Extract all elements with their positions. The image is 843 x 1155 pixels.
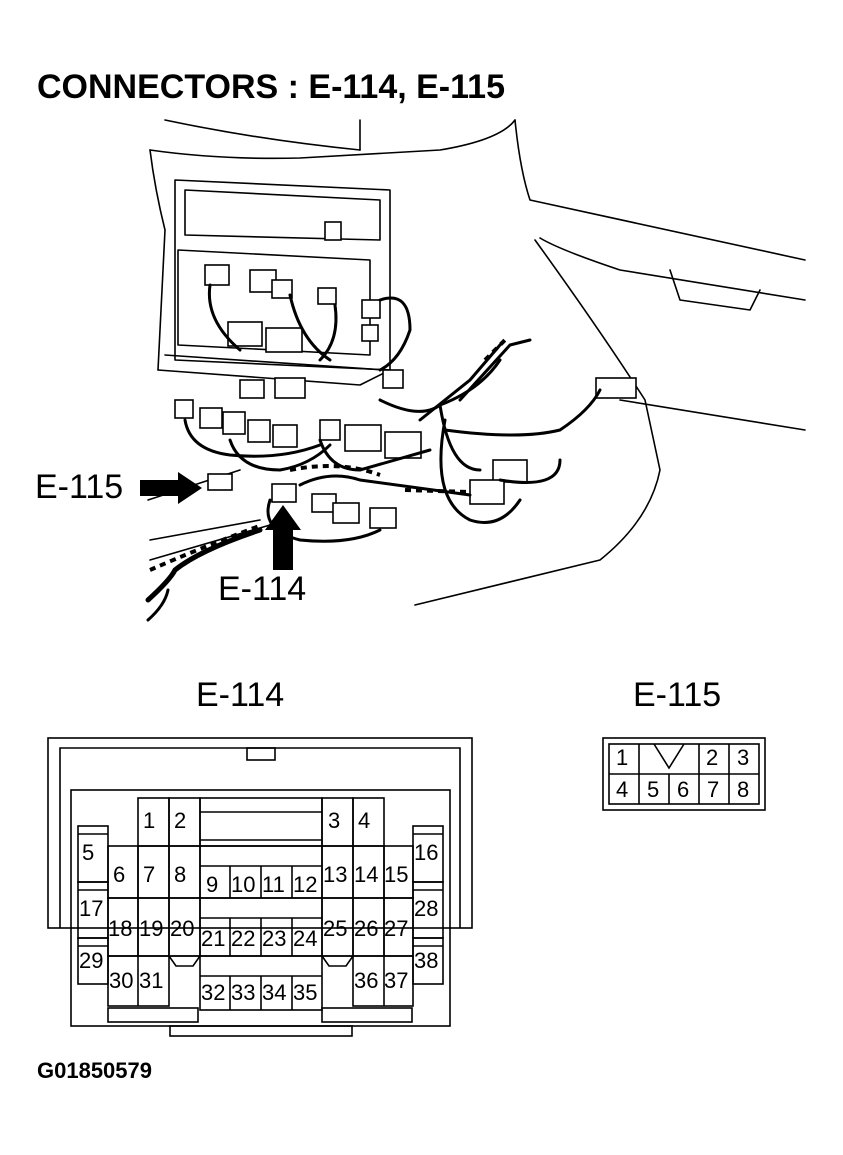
- pin-number: 3: [328, 808, 341, 833]
- pin-number: 2: [706, 745, 719, 770]
- pin-number: 20: [170, 916, 195, 941]
- pin-number: 14: [354, 862, 379, 887]
- pin-number: 7: [707, 777, 720, 802]
- pin-number: 6: [113, 862, 126, 887]
- pin-number: 38: [414, 948, 439, 973]
- pin-number: 5: [82, 840, 95, 865]
- pin-number: 9: [206, 872, 219, 897]
- pin-number: 37: [384, 968, 409, 993]
- pin-number: 34: [262, 980, 287, 1005]
- pin-number: 16: [414, 840, 439, 865]
- pin-number: 35: [293, 980, 318, 1005]
- pin-number: 8: [174, 862, 187, 887]
- figure-id: G01850579: [37, 1058, 152, 1083]
- pin-number: 36: [354, 968, 379, 993]
- pin-number: 18: [108, 916, 133, 941]
- pin-number: 32: [201, 980, 226, 1005]
- pin-number: 4: [358, 808, 371, 833]
- pin-number: 7: [143, 862, 156, 887]
- pin-number: 10: [231, 872, 256, 897]
- pin-number: 31: [139, 968, 164, 993]
- callout-e114: E-114: [218, 570, 307, 608]
- pin-number: 23: [262, 926, 287, 951]
- pin-number: 28: [414, 896, 439, 921]
- pin-number: 1: [143, 808, 156, 833]
- pin-number: 13: [323, 862, 348, 887]
- pin-number: 8: [737, 777, 750, 802]
- pin-number: 5: [647, 777, 660, 802]
- pin-number: 33: [231, 980, 256, 1005]
- pin-number: 11: [262, 872, 285, 897]
- page-title: CONNECTORS : E-114, E-115: [37, 68, 505, 106]
- pin-number: 22: [231, 926, 256, 951]
- arrow-e114: [265, 505, 301, 570]
- pin-number: 25: [323, 916, 348, 941]
- pin-number: 1: [616, 745, 629, 770]
- pin-number: 2: [174, 808, 187, 833]
- pin-number: 30: [109, 968, 134, 993]
- pin-number: 17: [79, 896, 104, 921]
- connector-e114-title: E-114: [196, 676, 285, 714]
- pin-number: 29: [79, 948, 104, 973]
- pin-number: 12: [293, 872, 318, 897]
- pin-number: 3: [737, 745, 750, 770]
- pin-number: 27: [384, 916, 409, 941]
- arrow-e115: [140, 472, 202, 504]
- callout-e115: E-115: [35, 468, 124, 506]
- pin-number: 24: [293, 926, 318, 951]
- pin-number: 4: [616, 777, 629, 802]
- connector-e115-title: E-115: [633, 676, 722, 714]
- pin-number: 19: [139, 916, 164, 941]
- installation-illustration: [140, 119, 806, 622]
- pin-number: 26: [354, 916, 379, 941]
- pin-number: 21: [201, 926, 226, 951]
- pin-number: 15: [384, 862, 409, 887]
- pin-number: 6: [677, 777, 690, 802]
- dashboard-outline: [149, 119, 516, 160]
